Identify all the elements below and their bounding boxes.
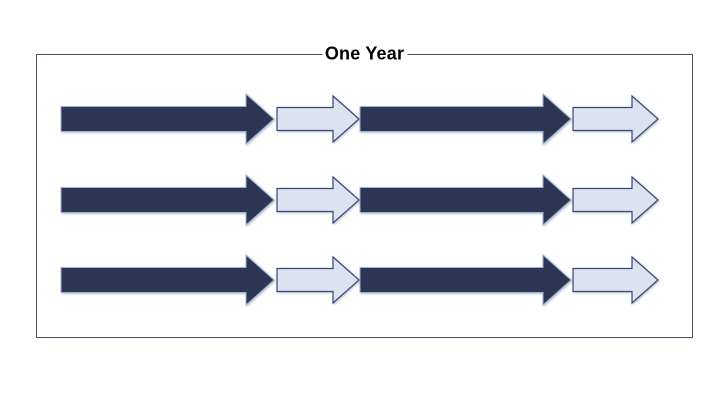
dark-arrow	[60, 92, 275, 146]
one-year-frame: One Year	[36, 43, 693, 338]
dark-arrow	[359, 253, 572, 307]
light-arrow	[572, 255, 659, 305]
light-arrow	[276, 175, 360, 225]
dark-arrow	[359, 92, 572, 146]
dark-arrow	[60, 173, 275, 227]
light-arrow	[572, 175, 659, 225]
timeline-row-3	[60, 253, 659, 307]
light-arrow	[572, 94, 659, 144]
light-arrow	[276, 94, 360, 144]
timeline-row-1	[60, 92, 659, 146]
dark-arrow	[60, 253, 275, 307]
light-arrow	[276, 255, 360, 305]
frame-title: One Year	[321, 43, 408, 65]
dark-arrow	[359, 173, 572, 227]
timeline-row-2	[60, 173, 659, 227]
